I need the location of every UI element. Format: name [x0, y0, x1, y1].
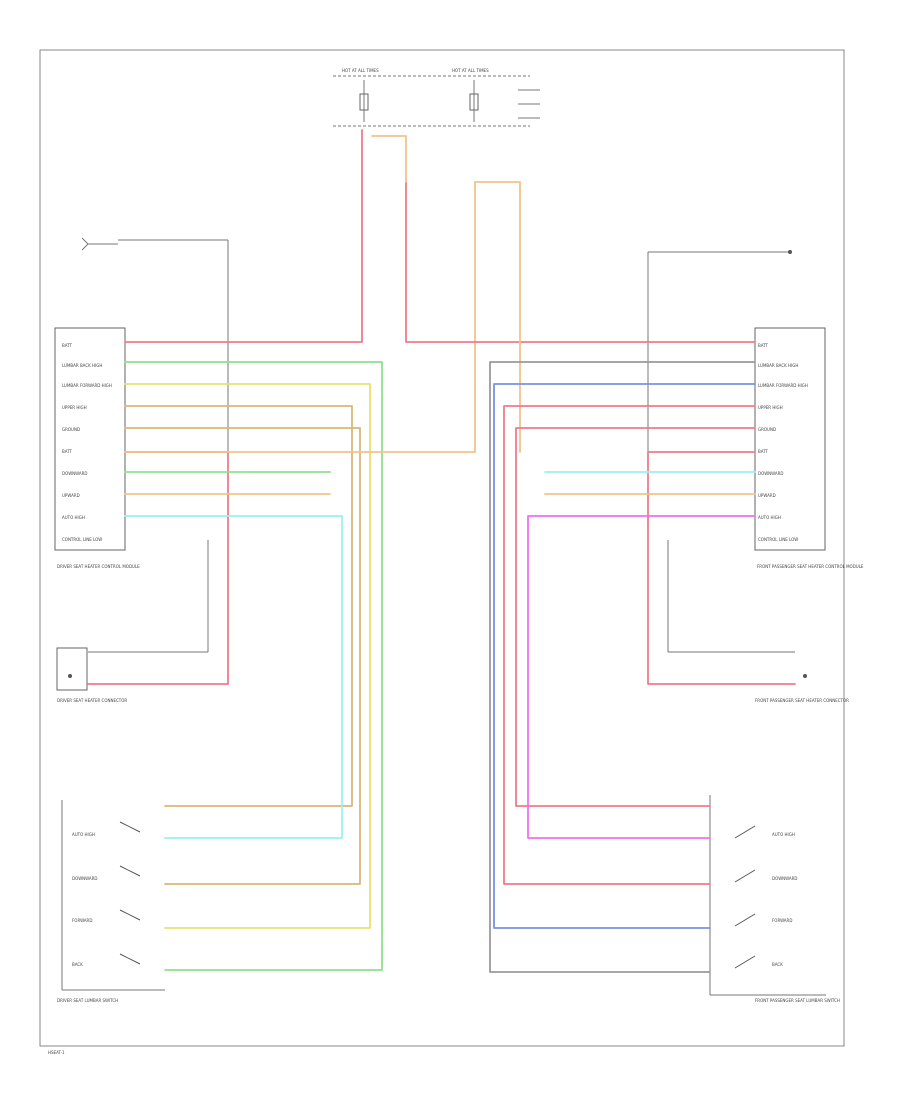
right-lumbar-switch: AUTO HIGH DOWNWARD FORWARD BACK FRONT PA…	[709, 795, 840, 1003]
right-switch-pos-1: AUTO HIGH	[772, 832, 795, 837]
wire-lumbar-fwd-left	[124, 383, 371, 929]
wire-right-orange-drop	[474, 181, 521, 453]
right-pin-5: GROUND	[758, 427, 776, 432]
wire-group	[87, 129, 796, 973]
left-pin-8: UPWARD	[62, 493, 80, 498]
wire-ground-left	[124, 427, 361, 885]
right-pin-3: LUMBAR FORWARD HIGH	[758, 383, 808, 388]
right-pin-6: BATT	[758, 449, 769, 454]
left-switch-name: DRIVER SEAT LUMBAR SWITCH	[57, 998, 118, 1003]
page-code: HSEAT-1	[48, 1050, 65, 1055]
wire-auto-left	[124, 515, 343, 839]
right-connector-name: FRONT PASSENGER SEAT HEATER CONNECTOR	[755, 698, 849, 703]
wire-upper-left	[124, 405, 353, 807]
wire-ground-right	[515, 427, 756, 807]
wire-auto-right	[527, 515, 756, 839]
right-pin-1: BATT	[758, 343, 769, 348]
left-pin-4: UPPER HIGH	[62, 405, 87, 410]
right-switch-name: FRONT PASSENGER SEAT LUMBAR SWITCH	[755, 998, 840, 1003]
left-pin-3: LUMBAR FORWARD HIGH	[62, 383, 112, 388]
left-connector-name: DRIVER SEAT HEATER CONNECTOR	[57, 698, 127, 703]
right-pin-9: AUTO HIGH	[758, 515, 781, 520]
left-switch-pos-3: FORWARD	[72, 918, 92, 923]
right-module-name: FRONT PASSENGER SEAT HEATER CONTROL MODU…	[757, 564, 864, 569]
left-switch-pos-1: AUTO HIGH	[72, 832, 95, 837]
right-seat-connector: FRONT PASSENGER SEAT HEATER CONNECTOR	[667, 540, 849, 703]
right-pin-7: DOWNWARD	[758, 471, 784, 476]
left-pin-10: CONTROL LINE LOW	[62, 537, 102, 542]
wire-upper-right	[503, 405, 756, 885]
diagram-frame	[39, 49, 845, 1047]
left-pin-1: BATT	[62, 343, 73, 348]
left-lumbar-switch: AUTO HIGH DOWNWARD FORWARD BACK DRIVER S…	[57, 800, 165, 1003]
wire-batt-left	[124, 129, 363, 343]
right-pin-2: LUMBAR BACK HIGH	[758, 363, 798, 368]
right-switch-pos-2: DOWNWARD	[772, 876, 798, 881]
wire-top-orange-right	[371, 135, 407, 183]
left-switch-pos-4: BACK	[72, 962, 83, 967]
right-pin-8: UPWARD	[758, 493, 776, 498]
left-module-name: DRIVER SEAT HEATER CONTROL MODULE	[57, 564, 140, 569]
left-pin-5: GROUND	[62, 427, 80, 432]
left-pin-2: LUMBAR BACK HIGH	[62, 363, 102, 368]
wire-batt-right	[405, 181, 756, 343]
left-pin-6: BATT	[62, 449, 73, 454]
left-seat-connector: DRIVER SEAT HEATER CONNECTOR	[56, 540, 209, 703]
right-pin-4: UPPER HIGH	[758, 405, 783, 410]
right-switch-pos-4: BACK	[772, 962, 783, 967]
wire-lumbar-back-right	[489, 361, 756, 973]
fuse-label-2: HOT AT ALL TIMES	[452, 68, 489, 73]
right-pin-10: CONTROL LINE LOW	[758, 537, 798, 542]
wire-lumbar-fwd-right	[493, 383, 756, 929]
wire-lumbar-back-left	[124, 361, 383, 971]
left-pin-9: AUTO HIGH	[62, 515, 85, 520]
left-pin-7: DOWNWARD	[62, 471, 88, 476]
fuse-label-1: HOT AT ALL TIMES	[342, 68, 379, 73]
wire-batt2-left	[124, 181, 476, 453]
left-seat-module: BATT LUMBAR BACK HIGH LUMBAR FORWARD HIG…	[54, 327, 140, 569]
fuse-block: HOT AT ALL TIMES HOT AT ALL TIMES	[333, 68, 540, 127]
right-seat-module: BATT LUMBAR BACK HIGH LUMBAR FORWARD HIG…	[754, 327, 864, 569]
left-switch-pos-2: DOWNWARD	[72, 876, 98, 881]
wire-batt-right-lower	[647, 451, 796, 685]
right-switch-pos-3: FORWARD	[772, 918, 792, 923]
